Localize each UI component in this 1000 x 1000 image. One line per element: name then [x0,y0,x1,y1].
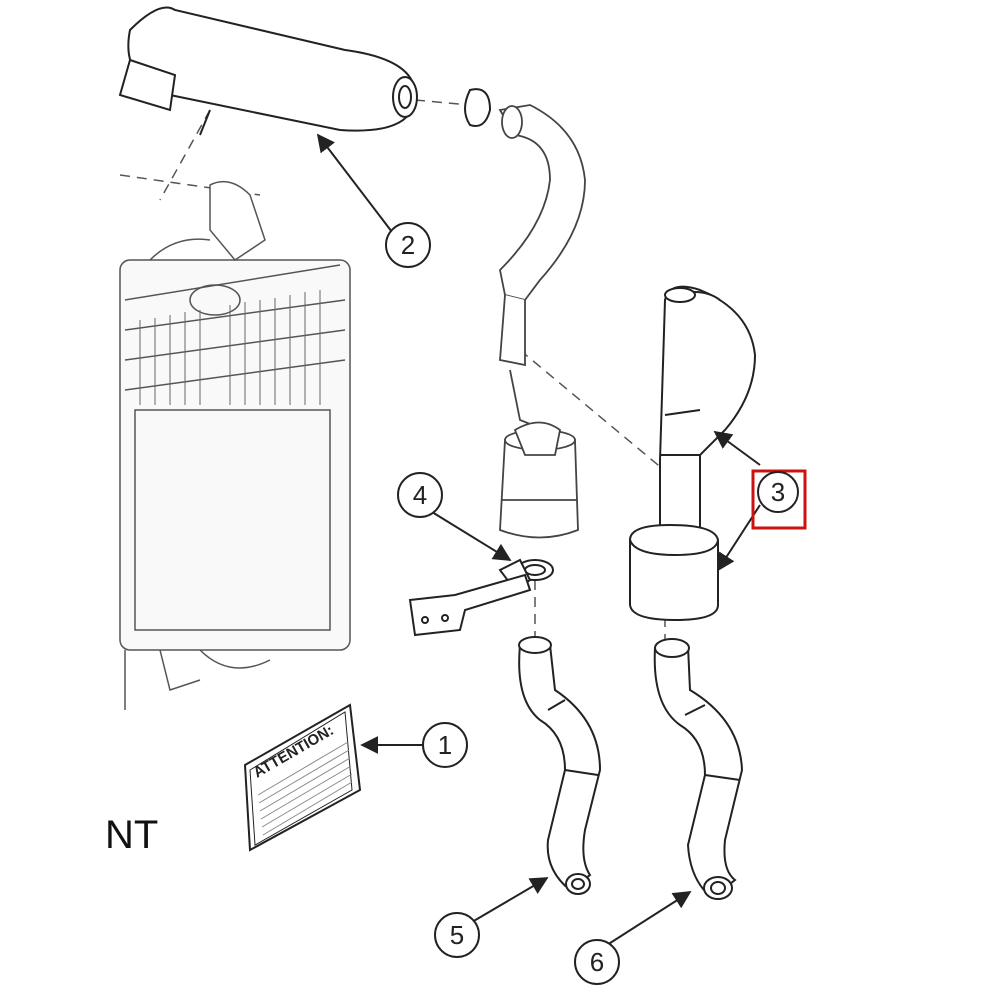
callout-3-highlight [751,469,807,530]
arrow-leaders [316,133,761,946]
attention-sign: ATTENTION: [243,703,362,852]
callout-6-label: 6 [590,947,604,977]
callout-2-label: 2 [401,230,415,260]
clamp-bracket [408,558,554,637]
partial-label: NT [105,813,158,857]
callout-3: 3 [751,469,807,530]
callout-4-label: 4 [413,480,427,510]
radiator-block [119,180,351,710]
part-5-hose [518,636,602,895]
filter-canister [499,421,579,539]
part-6-hose [653,638,744,900]
callout-6: 6 [574,939,620,985]
radiator-fins [139,290,321,405]
callout-3-label: 3 [771,477,785,507]
callout-2: 2 [385,222,431,268]
callout-5-label: 5 [450,920,464,950]
callout-1: 1 [422,722,468,768]
muffler [118,6,492,136]
callout-4: 4 [397,472,443,518]
exhaust-pipe-upper [498,104,586,431]
callout-5: 5 [434,912,480,958]
callout-1-label: 1 [438,730,452,760]
part-3-elbow-tube [629,285,757,622]
